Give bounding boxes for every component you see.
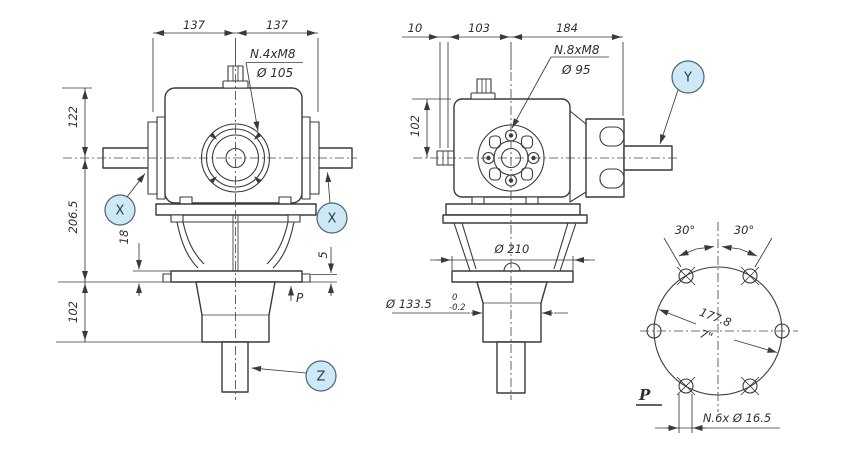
side-dim-102: 102 <box>408 115 422 137</box>
front-dim-122: 122 <box>66 106 80 128</box>
bolt-holes <box>646 266 790 396</box>
dimension-texts: 137 137 N.4xM8 Ø 105 122 206.5 102 18 5 … <box>66 18 771 425</box>
bolt-holes-callout: N.6x Ø 16.5 <box>703 411 771 425</box>
balloon-y <box>671 60 705 94</box>
balloon-y-label: Y <box>683 71 692 86</box>
front-label-p: P <box>296 291 304 305</box>
front-dim-width-right: 137 <box>266 18 289 32</box>
front-callout-bolts: N.4xM8 <box>250 47 296 61</box>
side-callout-bolts: N.8xM8 <box>554 43 600 57</box>
balloon-x-right <box>316 202 348 234</box>
side-dimensions <box>392 34 624 316</box>
balloon-z-label: Z <box>317 370 326 385</box>
bolt-view-label: P <box>638 386 651 404</box>
breather-plug-side <box>476 78 492 94</box>
balloon-x-left-label: X <box>116 204 125 219</box>
side-dim-184: 184 <box>556 21 578 35</box>
bolt-bcd-inch: 7" <box>698 326 715 344</box>
side-dim-103: 103 <box>468 21 490 35</box>
output-shaft-front <box>221 341 249 393</box>
output-flange-front <box>170 270 303 283</box>
output-snout <box>569 110 587 203</box>
balloon-labels: X X Z Y <box>104 60 705 392</box>
housing-foot-plate <box>155 203 317 216</box>
front-dim-width-left: 137 <box>183 18 206 32</box>
output-flange-side <box>451 270 574 283</box>
front-dim-206-5: 206.5 <box>66 201 80 234</box>
front-dim-5: 5 <box>316 251 330 258</box>
bolt-angle-right: 30° <box>734 223 754 237</box>
side-callout-bcd: Ø 95 <box>561 63 591 77</box>
front-callout-bcd: Ø 105 <box>256 66 293 80</box>
output-boss-side <box>476 281 548 343</box>
balloon-z <box>305 360 337 392</box>
side-tol-upper: 0 <box>452 293 457 303</box>
side-dim-flange: Ø 210 <box>494 242 530 256</box>
side-dim-spigot: Ø 133.5 <box>385 297 432 311</box>
front-view <box>102 65 353 393</box>
side-tol-lower: -0.2 <box>449 303 466 313</box>
side-view <box>436 78 673 394</box>
front-dim-102: 102 <box>66 301 80 323</box>
balloon-x-left <box>104 194 136 226</box>
side-dim-10: 10 <box>408 21 423 35</box>
bolt-pattern-view <box>636 237 790 433</box>
bolt-circle <box>653 266 783 396</box>
balloon-x-right-label: X <box>328 212 337 227</box>
front-dim-18: 18 <box>117 230 131 245</box>
front-dimensions <box>56 30 337 343</box>
bolt-angle-left: 30° <box>675 223 695 237</box>
centerlines <box>63 57 798 412</box>
